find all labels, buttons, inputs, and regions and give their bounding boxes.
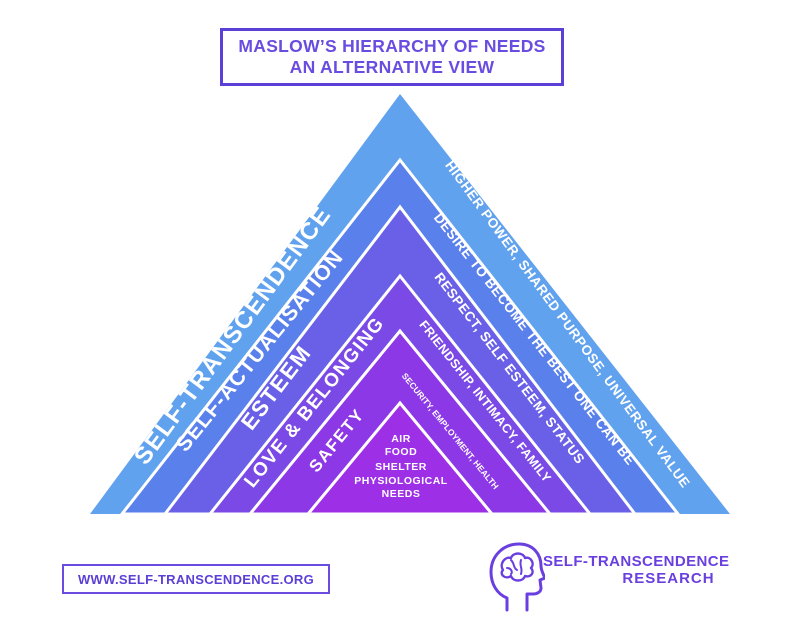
base-line-air: AIR [391, 433, 411, 445]
base-line-needs: NEEDS [382, 488, 421, 500]
title-line-1: MASLOW’S HIERARCHY OF NEEDS [238, 35, 546, 56]
title-box: MASLOW’S HIERARCHY OF NEEDS AN ALTERNATI… [220, 28, 564, 86]
logo-line-2: RESEARCH [622, 569, 715, 587]
base-line-shelter: SHELTER [375, 461, 427, 473]
logo-line-1: SELF-TRANSCENDENCE [543, 553, 730, 570]
website-link[interactable]: WWW.SELF-TRANSCENDENCE.ORG [62, 564, 330, 594]
website-url: WWW.SELF-TRANSCENDENCE.ORG [77, 571, 314, 587]
title-line-2: AN ALTERNATIVE VIEW [289, 57, 495, 77]
layer-physiological [304, 400, 496, 516]
brand-logo: SELF-TRANSCENDENCE RESEARCH [485, 538, 775, 618]
logo-wordmark: SELF-TRANSCENDENCE RESEARCH [543, 553, 768, 587]
base-line-physiological: PHYSIOLOGICAL [354, 475, 448, 487]
base-line-food: FOOD [385, 446, 417, 458]
head-brain-icon [489, 542, 545, 612]
